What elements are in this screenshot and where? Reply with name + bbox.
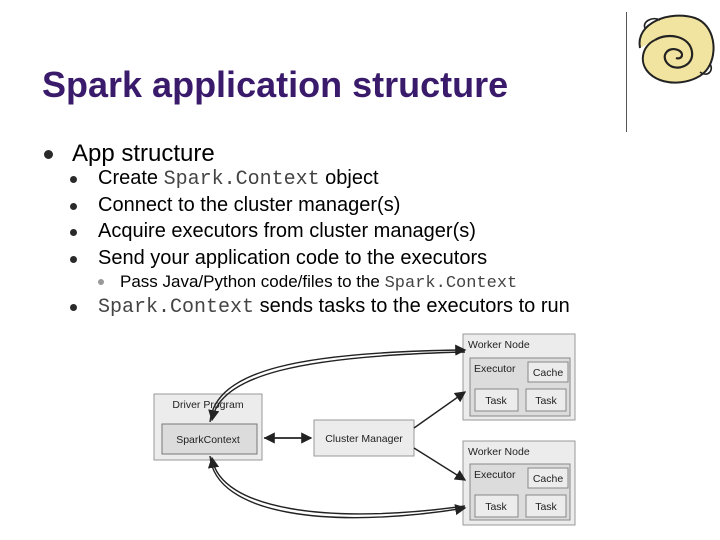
- code-spark-context: Spark.Context: [384, 274, 518, 293]
- code-spark-context: Spark.Context: [98, 296, 255, 319]
- bullet-dot: [70, 176, 77, 183]
- arrow-sc-to-worker1: [209, 344, 467, 423]
- worker-node-2: Worker Node Executor Cache Task Task: [462, 440, 576, 526]
- arrow-worker2-to-sc: [207, 456, 466, 515]
- cluster-manager-label: Cluster Manager: [325, 433, 403, 445]
- sub-bullet-text: Acquire executors from cluster manager(s…: [98, 220, 476, 242]
- sub-sub-bullet-text: Pass Java/Python code/files to the Spark…: [120, 272, 517, 293]
- bullet-dot: [70, 229, 77, 236]
- title-divider: [626, 12, 627, 132]
- worker-node-label: Worker Node: [468, 446, 530, 458]
- sub-bullet-text: Create Spark.Context object: [98, 167, 379, 191]
- spark-context-label: SparkContext: [176, 434, 240, 446]
- diagram-arrows: [207, 344, 467, 519]
- slide-title: Spark application structure: [42, 64, 509, 105]
- sub-bullet-text: Send your application code to the execut…: [98, 247, 488, 269]
- executor-label: Executor: [474, 469, 516, 481]
- bullet-dot: [98, 279, 104, 285]
- arrow-worker1-to-sc: [208, 351, 466, 422]
- bullet-text: App structure: [72, 140, 215, 167]
- text-post: sends tasks to the executors to run: [254, 295, 570, 317]
- bullet-dot: [70, 203, 77, 210]
- driver-program-label: Driver Program: [172, 399, 243, 411]
- task-label: Task: [485, 501, 507, 513]
- text-post: object: [319, 167, 379, 189]
- sub-bullet-text: Spark.Context sends tasks to the executo…: [98, 295, 570, 319]
- cache-label: Cache: [533, 367, 564, 379]
- code-spark-context: Spark.Context: [163, 168, 320, 191]
- text-pre: Pass Java/Python code/files to the: [120, 272, 385, 291]
- worker-node-label: Worker Node: [468, 339, 530, 351]
- arrow-cm-to-worker2: [413, 447, 467, 481]
- worker-node-1: Worker Node Executor Cache Task Task: [462, 333, 576, 421]
- text-pre: Create: [98, 167, 164, 189]
- spiral-scroll-icon: [638, 14, 715, 84]
- cache-label: Cache: [533, 473, 564, 485]
- arrow-cm-to-worker1: [413, 391, 467, 429]
- arrow-sc-to-worker2: [209, 455, 467, 519]
- driver-program-box: Driver Program SparkContext: [153, 393, 263, 461]
- cluster-manager-box: Cluster Manager: [313, 419, 415, 457]
- task-label: Task: [485, 395, 507, 407]
- task-label: Task: [535, 501, 557, 513]
- bullet-dot: [70, 304, 77, 311]
- sub-bullet-text: Connect to the cluster manager(s): [98, 194, 401, 216]
- task-label: Task: [535, 395, 557, 407]
- bullet-dot: [70, 256, 77, 263]
- executor-label: Executor: [474, 363, 516, 375]
- bullet-dot: [44, 150, 53, 159]
